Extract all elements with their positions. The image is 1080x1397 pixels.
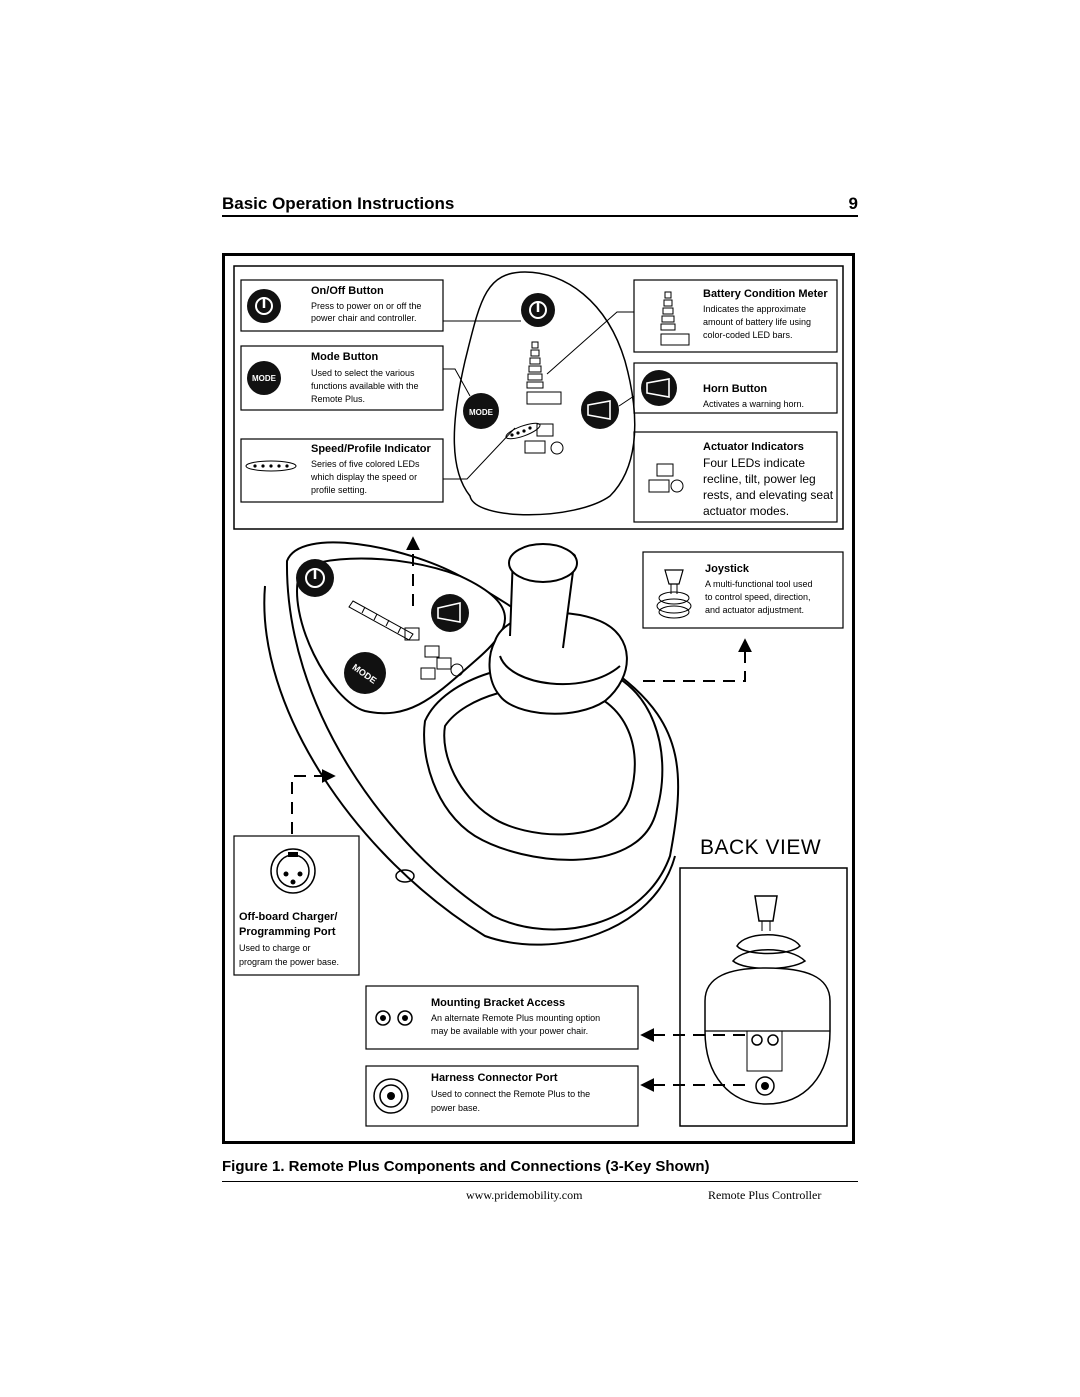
footer-product-name: Remote Plus Controller <box>708 1188 822 1202</box>
battery-desc-line3: color-coded LED bars. <box>703 330 793 340</box>
joystick-desc-line1: A multi-functional tool used <box>705 579 813 589</box>
mounting-bracket-icon <box>375 1010 413 1026</box>
charger-title-line2: Programming Port <box>239 926 336 938</box>
battery-title: Battery Condition Meter <box>703 288 828 300</box>
harness-desc-line1: Used to connect the Remote Plus to the <box>431 1089 591 1099</box>
onoff-callout <box>240 279 444 332</box>
charger-title-line1: Off-board Charger/ <box>239 911 338 923</box>
page-section-title: Basic Operation Instructions <box>222 194 455 213</box>
battery-desc-line2: amount of battery life using <box>703 317 812 327</box>
harness-desc-line2: power base. <box>431 1103 481 1113</box>
remote-plus-diagram: MODE MODE <box>233 265 848 1127</box>
battery-callout-icon <box>660 291 690 346</box>
mode-callout-icon <box>247 361 281 395</box>
speed-title: Speed/Profile Indicator <box>311 443 431 455</box>
horn-button-main <box>431 594 469 632</box>
back-view-panel <box>679 867 848 1127</box>
horn-desc-line1: Activates a warning horn. <box>703 399 805 409</box>
footer-rule <box>222 1181 858 1182</box>
mounting-desc-line1: An alternate Remote Plus mounting option <box>431 1013 601 1023</box>
battery-desc-line1: Indicates the approximate <box>703 304 807 314</box>
charger-desc-line1: Used to charge or <box>239 943 311 953</box>
joystick-desc-line2: to control speed, direction, <box>705 592 811 602</box>
speed-desc-line3: profile setting. <box>311 485 368 495</box>
speed-desc-line2: which display the speed or <box>311 472 418 482</box>
main-actuator-indicators <box>420 645 464 680</box>
joystick-callout <box>642 551 844 629</box>
onoff-title: On/Off Button <box>311 285 384 297</box>
harness-callout <box>365 1065 639 1127</box>
remote-main-view: MODE <box>263 541 680 946</box>
mode-icon <box>463 393 499 429</box>
actuator-title: Actuator Indicators <box>703 441 804 453</box>
back-view-label: BACK VIEW <box>700 836 822 859</box>
mode-icon-label: MODE <box>469 408 494 417</box>
remote-front-view: MODE <box>453 271 636 516</box>
harness-title: Harness Connector Port <box>431 1072 558 1084</box>
charger-desc-line2: program the power base. <box>239 957 340 967</box>
actuator-callout <box>633 431 838 523</box>
battery-meter-icon <box>526 341 562 405</box>
mounting-title: Mounting Bracket Access <box>431 997 566 1009</box>
actuator-desc-line2: recline, tilt, power leg <box>703 472 816 486</box>
charger-port-icon <box>270 848 316 894</box>
joystick-title: Joystick <box>705 563 750 575</box>
actuator-desc-line4: actuator modes. <box>703 504 790 518</box>
mode-desc-line1: Used to select the various <box>311 368 415 378</box>
footer-url: www.pridemobility.com <box>466 1188 583 1202</box>
mode-button-main <box>344 652 386 694</box>
horn-callout <box>633 362 838 414</box>
mode-callout-icon-label: MODE <box>252 374 277 383</box>
back-view-device <box>704 895 831 1105</box>
actuator-desc-line3: rests, and elevating seat <box>703 488 834 502</box>
horn-title: Horn Button <box>703 383 768 395</box>
onoff-desc-line1: Press to power on or off the <box>311 301 422 311</box>
top-panel <box>233 265 844 530</box>
mounting-callout <box>365 985 639 1050</box>
main-battery-meter <box>348 600 420 641</box>
mode-title: Mode Button <box>311 351 379 363</box>
horn-icon <box>581 391 619 429</box>
speed-desc-line1: Series of five colored LEDs <box>311 459 420 469</box>
mode-callout <box>240 345 444 411</box>
harness-connector-icon <box>373 1078 409 1114</box>
mode-desc-line3: Remote Plus. <box>311 394 366 404</box>
joystick-callout-icon <box>656 569 692 619</box>
figure-caption: Figure 1. Remote Plus Components and Con… <box>222 1158 710 1175</box>
onoff-desc-line2: power chair and controller. <box>311 313 417 323</box>
speed-callout <box>240 438 444 503</box>
mode-desc-line2: functions available with the <box>311 381 419 391</box>
page-number: 9 <box>848 194 858 213</box>
battery-callout <box>633 279 838 353</box>
header-rule <box>222 215 858 217</box>
charger-callout <box>233 835 360 976</box>
speed-callout-icon <box>245 460 297 472</box>
actuator-desc-line1: Four LEDs indicate <box>703 456 806 470</box>
actuator-callout-icon <box>648 463 684 493</box>
actuator-indicator-icon <box>524 423 564 455</box>
speed-indicator-icon <box>505 422 541 440</box>
mounting-desc-line2: may be available with your power chair. <box>431 1026 589 1036</box>
joystick-desc-line3: and actuator adjustment. <box>705 605 805 615</box>
figure-frame: MODE MODE <box>222 253 855 1144</box>
